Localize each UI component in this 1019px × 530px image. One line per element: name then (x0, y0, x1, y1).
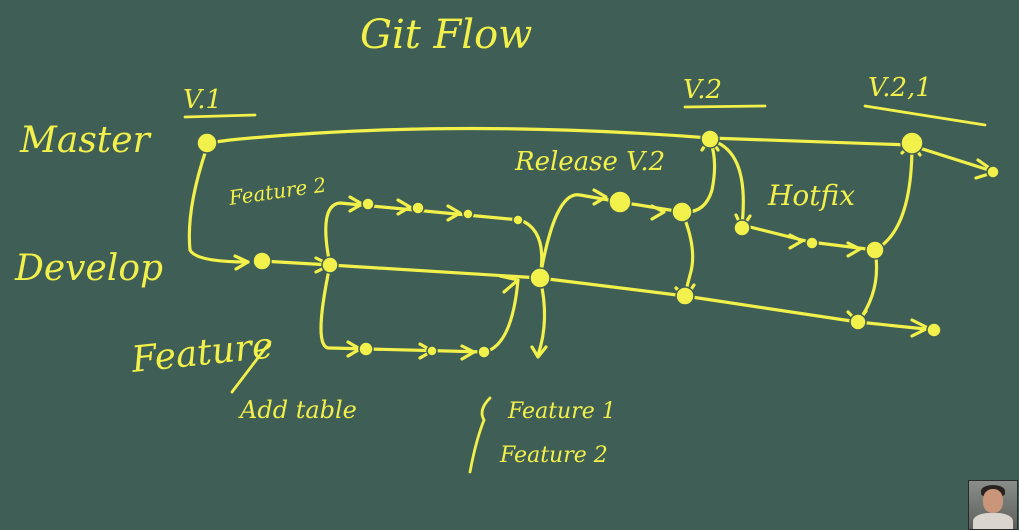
v21-underline (863, 104, 987, 127)
commit-node (411, 201, 425, 215)
commit-node (358, 341, 374, 357)
commit-node (849, 313, 867, 331)
arrowhead (498, 274, 520, 294)
version-v21-label: V.2,1 (868, 73, 932, 103)
commit-node (477, 345, 491, 359)
commit-node (671, 201, 693, 223)
v2-underline (683, 104, 767, 109)
commit-node (426, 345, 438, 357)
commit-node-v21 (900, 131, 924, 155)
arrowhead (530, 345, 548, 359)
hotfix-label: Hotfix (767, 179, 855, 212)
notes-brace (468, 396, 492, 474)
version-v1-label: V.1 (183, 85, 222, 115)
commit-node (675, 286, 695, 306)
feature2-branch-line (324, 201, 544, 280)
commit-node-merge (529, 267, 551, 289)
arrowhead (788, 233, 804, 250)
develop-merge-down-line (536, 276, 547, 357)
feature-slash (230, 340, 272, 394)
release-label: Release V.2 (514, 147, 665, 177)
presenter-webcam-thumbnail (968, 480, 1018, 530)
release-to-develop-line (680, 210, 695, 298)
develop-branch-line (260, 259, 937, 332)
commit-node-v2 (700, 129, 720, 149)
commit-node (926, 322, 942, 338)
note-feature-1: Feature 1 (507, 399, 616, 424)
note-feature-2: Feature 2 (499, 443, 608, 468)
commit-node (805, 236, 819, 250)
arrowhead (396, 198, 412, 216)
add-table-label: Add table (238, 396, 357, 424)
arrowhead (460, 344, 476, 361)
commit-node (865, 240, 885, 260)
commit-node (608, 190, 632, 214)
master-branch-line (206, 126, 997, 174)
commit-node (986, 165, 1000, 179)
commit-node (252, 251, 272, 271)
feature2-label: Feature 2 (226, 173, 327, 211)
version-v2-label: V.2 (683, 75, 722, 105)
commit-node (361, 197, 375, 211)
diagram-title: Git Flow (360, 12, 532, 58)
arrowhead (446, 204, 462, 222)
feature-label: Feature (129, 325, 275, 381)
commit-node (462, 208, 474, 220)
arrowhead (592, 188, 608, 206)
arrowhead (650, 204, 666, 221)
arrowhead (233, 254, 250, 271)
arrowhead (846, 241, 862, 258)
commit-node-v1 (196, 132, 218, 154)
commit-node (321, 256, 339, 274)
master-to-develop-line (187, 148, 250, 264)
develop-label: Develop (14, 248, 163, 289)
feature-branch-line (319, 263, 520, 354)
master-label: Master (19, 120, 152, 161)
commit-node (512, 214, 524, 226)
commit-node (733, 219, 751, 237)
v1-underline (183, 113, 257, 119)
hotfix-branch-line (708, 138, 914, 252)
